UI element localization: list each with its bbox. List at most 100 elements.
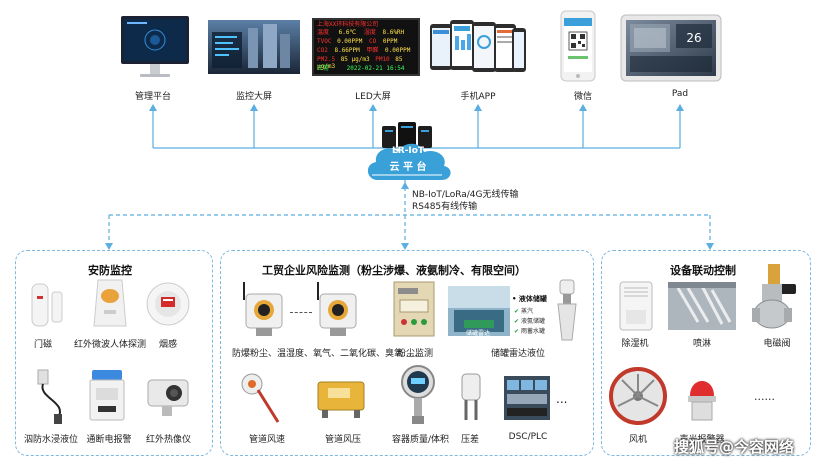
led-row: CO2 8.66PPM 甲醛 0.00PPM [317,47,421,54]
water-level-sensor [28,368,74,430]
tank-legend-title-text: 液体储罐 [518,295,547,303]
power-alarm [86,366,128,430]
smoke-detector [144,280,192,332]
security-panel [15,250,213,456]
led-cell: 湿度 [363,29,376,36]
gas-detector-icon [243,282,283,336]
linkage-title: 设备联动控制 [670,264,736,277]
industry-label-mass: 容器质量/体积 [392,435,450,445]
sound-light-alarm [682,366,722,428]
node-label-led: LED大屏 [355,92,391,102]
gas-detector-icon [317,282,357,336]
led-cell: PM10 [375,56,390,63]
pad-node: 26 [620,14,722,82]
check-icon: ✔ [514,318,520,325]
led-cell: CO2 [317,47,328,54]
led-cell: 85 μg/m3 [317,56,403,70]
security-label-smoke: 烟感 [158,340,177,350]
tank-radar-image [448,286,510,340]
thermal-camera-icon [147,379,189,416]
tablet-icon: 26 [620,14,722,82]
tank-caption: 储罐雷达 [466,330,491,337]
node-label-monitoring: 监控大屏 [235,92,272,102]
cloud-icon [367,122,451,180]
industry-label-gas: 防爆粉尘、温湿度、氧气、二氧化碳、臭氧...... [232,349,421,359]
tank-legend-entry: ✔ 蒸汽 [514,306,533,315]
fan-icon [609,367,667,425]
check-icon: ✔ [514,308,520,315]
node-label-management: 管理平台 [134,92,171,102]
security-label-power: 通断电报警 [86,435,132,445]
led-cell: 8.66PPM [334,47,360,54]
linkage-label-valve: 电磁阀 [763,339,791,349]
door-sensor [28,282,72,334]
led-cell: 0.00PPM [385,47,411,54]
industry-label-dsc: DSC/PLC [508,432,548,442]
monitoring-screen-node [208,20,300,76]
security-title: 安防监控 [88,264,132,277]
led-cell: 85 μg/m3 [340,56,370,63]
industry-dots: ... [556,392,568,406]
industry-title: 工贸企业风险监测（粉尘涉爆、液氨制冷、有限空间） [262,264,526,277]
led-cell: 0.00PPM [337,38,363,45]
pressure-box-icon [317,381,365,418]
pressure-gauge-icon [401,365,435,424]
led-status: 正常 [317,65,330,72]
duct-wind-speed [238,370,284,430]
cloud-title: LR-IoT [391,146,425,156]
led-cell: 甲醛 [366,47,379,54]
wechat-phone-icon [560,10,596,82]
dehumidifier-icon [619,281,653,331]
thermal-camera [142,372,194,424]
dsc-plc [504,376,550,424]
tank-legend-bullet: • [512,295,517,303]
industry-label-radar: 储罐雷达液位 [490,349,545,359]
smoke-alarm-icon [146,282,190,326]
led-cell: TVOC [317,38,332,45]
security-label-pir: 红外微波人体探测 [74,340,147,350]
pir-sensor-icon [93,279,127,327]
linkage-panel [601,250,811,456]
led-cell: PM2.5 [317,56,336,63]
security-label-water: 泅防水浸液位 [24,435,79,445]
dehumidifier [618,280,654,336]
led-cell: 6.6℃ [338,29,357,36]
led-row: 温度 6.6℃ 湿度 8.6%RH [317,29,421,36]
radar-level-icon [557,279,577,341]
watermark: 搜狐号@今容网络 [674,438,795,456]
differential-pressure [456,372,486,428]
tank-legend-text: 蒸汽 [520,308,533,315]
door-magnet-icon [31,283,63,327]
tank-legend-entry: ✔ 雨蓄水罐 [514,326,545,335]
dust-monitor [390,280,438,344]
led-cell: 温度 [317,29,330,36]
big-screen-icon [208,20,300,74]
management-platform-node [118,14,192,84]
led-cell: 0PPM [382,38,398,45]
linkage-label-dehumidifier: 除湿机 [621,339,649,349]
dashed-link [290,312,312,313]
check-icon: ✔ [514,328,520,335]
alarm-light-icon [688,381,716,421]
led-cell: 8.6%RH [382,29,405,36]
tank-legend-text: 雨蓄水罐 [520,328,545,335]
phone-app-icon [430,20,526,72]
security-label-door: 门磁 [33,340,52,350]
security-label-thermal: 红外热像仪 [146,435,192,445]
solenoid-valve [752,262,802,340]
node-label-wechat: 微信 [573,92,592,102]
linkage-label-sprinkler: 喷淋 [692,339,711,349]
radar-level-sensor [552,278,582,348]
dust-cabinet-icon [393,281,435,337]
spray-icon [668,282,736,330]
industry-label-dust: 粉尘监测 [396,349,433,359]
monitor-icon [121,16,189,77]
control-room-icon [504,376,550,420]
led-cell: CO [369,38,377,45]
cloud-subtitle: 云 平 台 [389,162,427,173]
transmission-wired: RS485有线传输 [412,202,478,212]
led-footer: 正常 2022-02-21 16:54 [317,65,421,72]
led-row: TVOC 0.00PPM CO 0PPM [317,38,421,45]
industry-panel [220,250,594,456]
